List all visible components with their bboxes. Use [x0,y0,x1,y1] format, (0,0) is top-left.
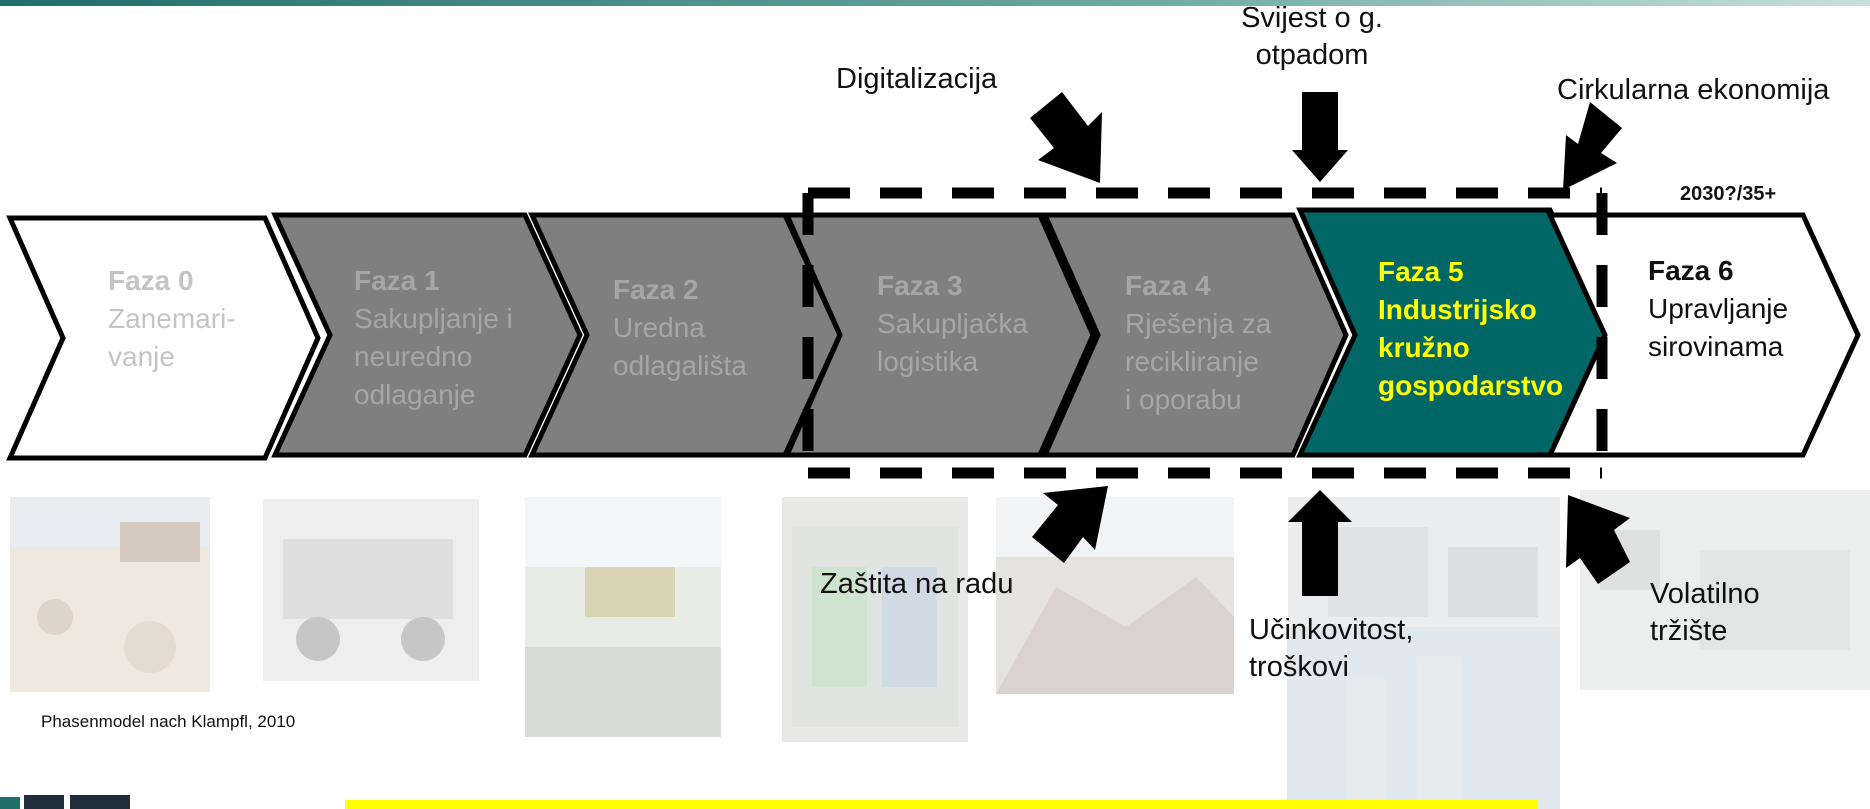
photo-recycling-container [782,497,968,742]
phase-1-desc-line: Sakupljanje i [354,303,513,334]
label-zastita: Zaštita na radu [820,568,1014,600]
label-digitalizacija: Digitalizacija [836,63,998,95]
label-volatilno-line: Volatilno [1650,578,1760,610]
year-label: 2030?/35+ [1680,183,1777,205]
photo-scrap-pile [996,497,1234,694]
phase-3-text: Faza 3 Sakupljačka logistika [877,267,1028,381]
phase-6-chevron [1546,212,1861,458]
phase-4-text: Faza 4 Rješenja za recikliranje i oporab… [1125,267,1271,419]
phase-1-desc-line: neuredno [354,341,473,372]
label-ucinkovitost-line: troškovi [1249,651,1349,683]
phase-6-text: Faza 6 Upravljanje sirovinama [1648,252,1788,366]
phase-3-desc-line: logistika [877,346,979,377]
phase-2-desc-line: Uredna [613,312,705,343]
phase-6-desc-line: Upravljanje [1648,293,1789,324]
label-volatilno: Volatilno tržište [1650,576,1760,650]
label-svijest-line: Svijest o g. [1241,2,1383,34]
phase-2-title: Faza 2 [613,274,699,305]
phase-1-chevron [271,212,583,458]
phase-0-text: Faza 0 Zanemari- vanje [108,262,236,376]
label-ucinkovitost: Učinkovitost, troškovi [1249,612,1413,686]
phase-3-desc-line: Sakupljačka [877,308,1028,339]
label-cirkularna: Cirkularna ekonomija [1557,74,1830,106]
phase-5-text: Faza 5 Industrijsko kružno gospodarstvo [1378,253,1563,405]
phase-2-desc-line: odlagališta [613,350,747,381]
phase-6-title: Faza 6 [1648,255,1734,286]
phase-4-desc-line: recikliranje [1125,346,1259,377]
photo-landfill-bulldozer [525,497,721,737]
arrow-ucinkovitost [1288,490,1352,596]
organization-logo [0,795,130,809]
phase-4-desc-line: i oporabu [1125,384,1242,415]
arrow-digitalizacija [1030,92,1102,183]
dashed-frame [802,187,1608,479]
photo-power-plant [1287,627,1560,809]
phase-2-text: Faza 2 Uredna odlagališta [613,271,747,385]
phase-1-title: Faza 1 [354,265,440,296]
source-caption: Phasenmodel nach Klampfl, 2010 [41,712,296,731]
photo-old-truck [263,499,479,681]
label-ucinkovitost-line: Učinkovitost, [1249,614,1414,646]
phase-0-desc-line: Zanemari- [108,303,236,334]
phase-4-desc-line: Rješenja za [1125,308,1272,339]
phase-5-desc-line: kružno [1378,332,1470,363]
phase-1-desc-line: odlaganje [354,379,476,410]
photo-dumpsite [10,497,210,692]
phase-6-desc-line: sirovinama [1648,331,1784,362]
phase-5-title: Faza 5 [1378,256,1464,287]
phase-5-desc-line: Industrijsko [1378,294,1537,325]
phase-0-title: Faza 0 [108,265,194,296]
arrow-zastita [1032,486,1108,563]
phase-5-desc-line: gospodarstvo [1378,370,1564,401]
label-svijest: Svijest o g. otpadom [1232,0,1392,74]
arrow-cirkularna [1563,102,1622,190]
phase-4-chevron [1041,212,1349,458]
photo-raw-materials [1580,490,1870,690]
phase-3-chevron [783,212,1096,458]
highlight-bar [345,800,1537,809]
phase-0-chevron [6,215,321,461]
phase-0-desc-line: vanje [108,341,175,372]
phase-4-title: Faza 4 [1125,270,1211,301]
arrow-svijest [1292,92,1348,182]
phase-3-title: Faza 3 [877,270,963,301]
phase-1-text: Faza 1 Sakupljanje i neuredno odlaganje [354,262,513,414]
arrow-volatilno [1566,495,1630,584]
label-svijest-line: otpadom [1255,39,1369,71]
top-accent-bar [0,0,1870,6]
label-volatilno-line: tržište [1650,615,1728,647]
